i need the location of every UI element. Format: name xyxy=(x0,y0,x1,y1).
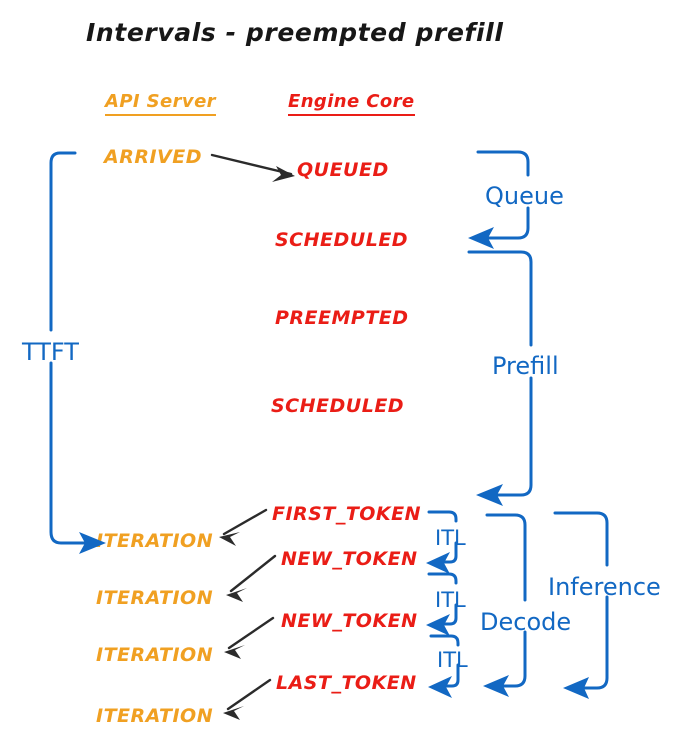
arrow-new-token-2-to-iteration xyxy=(224,616,275,659)
arrow-new-token-1-to-iteration xyxy=(226,554,277,602)
page-title: Intervals - preempted prefill xyxy=(86,18,504,47)
interval-label-prefill: Prefill xyxy=(492,352,559,380)
event-new-token-1: NEW_TOKEN xyxy=(281,548,418,570)
interval-label-itl-2: ITL xyxy=(435,588,466,612)
interval-label-decode: Decode xyxy=(480,608,572,636)
interval-bracket-decode xyxy=(483,513,527,697)
event-iteration-3: ITERATION xyxy=(96,644,214,666)
arrow-first-token-to-iteration xyxy=(219,508,268,546)
interval-label-queue: Queue xyxy=(485,182,564,210)
event-scheduled-1: SCHEDULED xyxy=(275,229,409,251)
event-first-token: FIRST_TOKEN xyxy=(272,503,422,525)
interval-label-inference: Inference xyxy=(548,573,661,601)
event-new-token-2: NEW_TOKEN xyxy=(281,610,418,632)
event-arrived: ARRIVED xyxy=(104,146,202,168)
interval-bracket-inference xyxy=(553,511,609,699)
event-iteration-1: ITERATION xyxy=(96,530,214,552)
event-preempted: PREEMPTED xyxy=(275,307,409,329)
column-header-api-server: API Server xyxy=(105,91,216,116)
column-header-engine-core: Engine Core xyxy=(288,91,415,116)
event-scheduled-2: SCHEDULED xyxy=(271,395,405,417)
arrow-last-token-to-iteration xyxy=(223,678,272,720)
interval-label-itl-1: ITL xyxy=(435,526,466,550)
interval-label-itl-3: ITL xyxy=(437,648,468,672)
arrow-arrived-to-queued xyxy=(210,153,295,182)
interval-label-ttft: TTFT xyxy=(22,338,79,366)
event-queued: QUEUED xyxy=(297,159,389,181)
event-iteration-2: ITERATION xyxy=(96,587,214,609)
event-last-token: LAST_TOKEN xyxy=(276,672,417,694)
event-iteration-4: ITERATION xyxy=(96,705,214,727)
